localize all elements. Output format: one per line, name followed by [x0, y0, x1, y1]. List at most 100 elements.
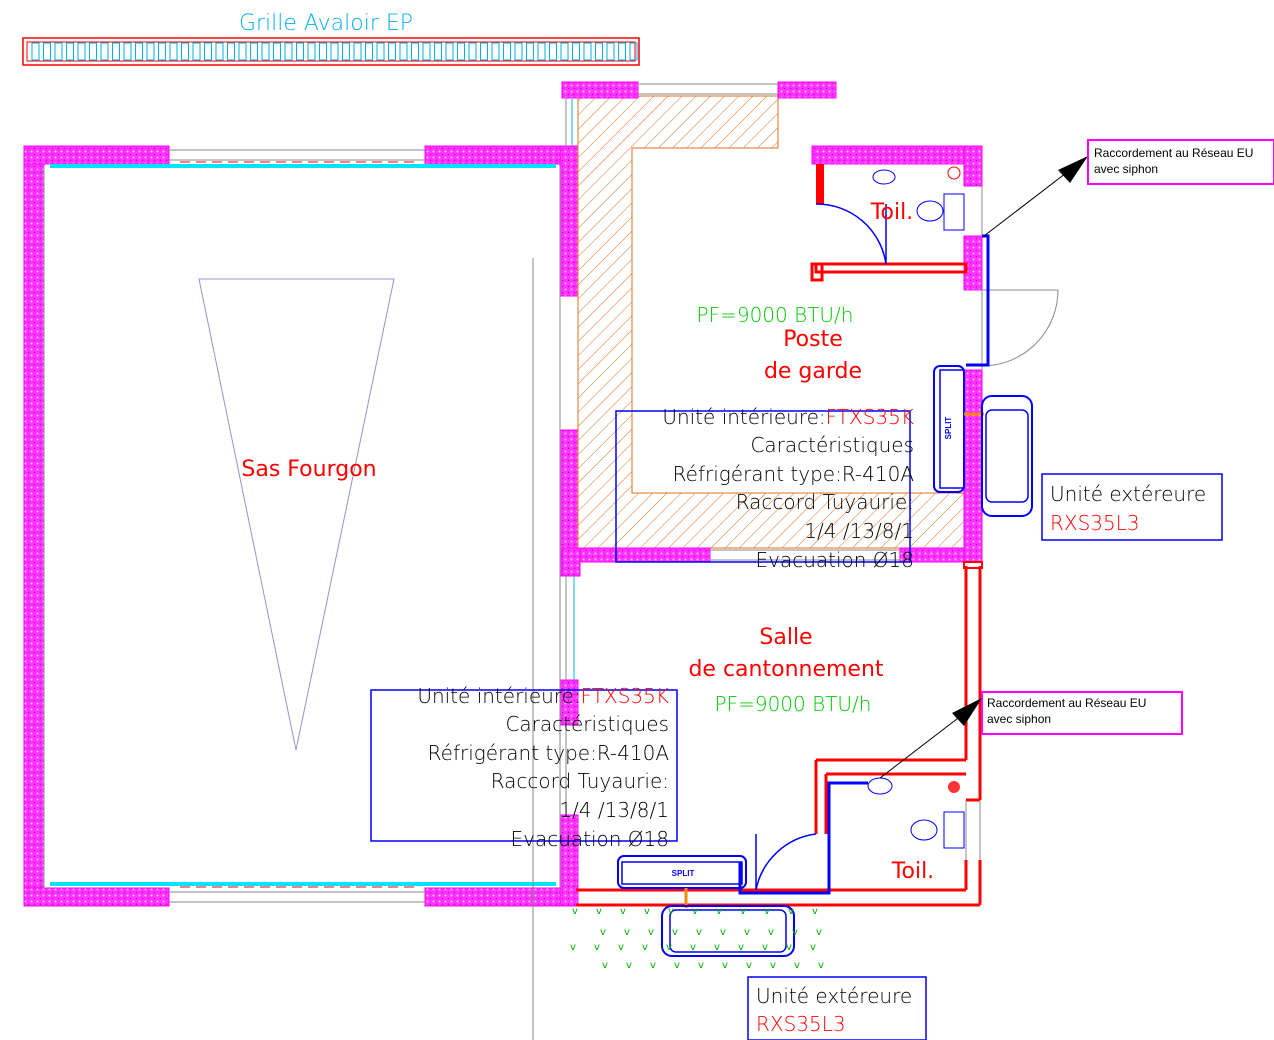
- grass-mark: v: [738, 942, 744, 953]
- grille-bar: [514, 42, 523, 61]
- grass-mark: v: [692, 906, 698, 917]
- grille-bar: [595, 42, 603, 61]
- grass-mark: v: [644, 906, 650, 917]
- grille-bar: [434, 42, 442, 61]
- grass-mark: v: [642, 942, 648, 953]
- sas-fourgon-room: Sas Fourgon: [23, 145, 579, 1040]
- grass-mark: v: [720, 927, 726, 938]
- grass-mark: v: [624, 927, 630, 938]
- note-top-line2: avec siphon: [1094, 162, 1158, 176]
- grass-mark: v: [816, 927, 822, 938]
- grass-mark: v: [744, 927, 750, 938]
- grass-mark: v: [626, 960, 632, 971]
- toilet-top-label: Toil.: [870, 200, 913, 225]
- indoor-top-model: FTXS35K: [826, 405, 914, 429]
- indoor-top-raccord-values: 1/4 /13/8/1: [804, 519, 914, 543]
- grass-mark: v: [668, 906, 674, 917]
- indoor-top-caracteristiques: Caractéristiques: [750, 433, 914, 457]
- poste-de-garde-room: PF=9000 BTU/h Poste de garde: [561, 81, 1059, 815]
- indoor-bottom-model: FTXS35K: [581, 684, 669, 708]
- grille-label: Grille Avaloir EP: [239, 11, 413, 36]
- grille-bar: [537, 42, 546, 61]
- svg-text:Unité intérieure:FTXS35K: Unité intérieure:FTXS35K: [662, 405, 914, 429]
- grille-bar: [583, 42, 592, 61]
- outdoor-top-model: RXS35L3: [1050, 511, 1140, 535]
- grass-mark: v: [788, 906, 794, 917]
- indoor-unit-top: SPLIT: [933, 365, 984, 493]
- grille-bar: [411, 42, 419, 61]
- grass-mark: v: [810, 942, 816, 953]
- outdoor-unit-bottom: [661, 905, 795, 957]
- grille-bar: [66, 42, 74, 61]
- indoor-unit-top-spec-box: Unité intérieure:FTXS35K Caractéristique…: [615, 405, 915, 572]
- grille-bar: [100, 42, 109, 61]
- indoor-unit-bottom-spec-box: Unité intérieure:FTXS35K Caractéristique…: [370, 684, 678, 851]
- grille-bar: [43, 42, 51, 61]
- grille-avaloir: Grille Avaloir EP: [22, 11, 640, 66]
- indoor-top-label: Unité intérieure:: [662, 405, 825, 429]
- grille-bar: [238, 42, 247, 61]
- grille-bar: [181, 42, 189, 61]
- grille-bar: [457, 42, 465, 61]
- grille-bar: [296, 42, 304, 61]
- grass-mark: v: [674, 960, 680, 971]
- grille-bar: [158, 42, 166, 61]
- grass-mark: v: [666, 942, 672, 953]
- grille-bar: [422, 42, 431, 61]
- split-label-bottom: SPLIT: [672, 869, 695, 878]
- svg-text:Unité intérieure:FTXS35K: Unité intérieure:FTXS35K: [417, 684, 669, 708]
- grass-mark: v: [696, 927, 702, 938]
- room-label-poste-line1: Poste: [783, 327, 843, 352]
- outdoor-bottom-model: RXS35L3: [756, 1012, 846, 1036]
- toilet-bottom-label: Toil.: [891, 859, 934, 884]
- split-label-top: SPLIT: [944, 417, 953, 440]
- grass-mark: v: [714, 942, 720, 953]
- room-label-salle-line1: Salle: [759, 625, 812, 650]
- outdoor-unit-top-spec-box: Unité extéreure RXS35L3: [1041, 473, 1223, 541]
- grille-bar: [330, 42, 339, 61]
- outdoor-bottom-label: Unité extéreure: [756, 984, 912, 1008]
- grille-bar: [227, 42, 235, 61]
- grille-bar: [123, 42, 132, 61]
- salle-cantonnement-room: Salle de cantonnement PF=9000 BTU/h Toil…: [576, 561, 983, 907]
- grass-mark: v: [740, 906, 746, 917]
- vehicle-cone-symbol: [198, 278, 395, 751]
- grass-mark: v: [764, 906, 770, 917]
- grille-bar: [77, 42, 86, 61]
- grass-mark: v: [770, 960, 776, 971]
- grille-bar: [250, 42, 258, 61]
- grass-mark: v: [768, 927, 774, 938]
- grille-bar: [503, 42, 511, 61]
- indoor-bottom-refrigerant: Réfrigérant type:R-410A: [428, 741, 670, 765]
- grille-bar: [388, 42, 396, 61]
- grass-mark: v: [746, 960, 752, 971]
- grass-mark: v: [672, 927, 678, 938]
- note-bottom-line1: Raccordement au Réseau EU: [987, 696, 1146, 710]
- grille-bar: [399, 42, 408, 61]
- outdoor-top-label: Unité extéreure: [1050, 482, 1206, 506]
- grass-mark: v: [786, 942, 792, 953]
- room-label-poste-line2: de garde: [764, 359, 862, 384]
- grille-bar: [445, 42, 454, 61]
- indoor-bottom-caracteristiques: Caractéristiques: [505, 712, 669, 736]
- grass-mark: v: [648, 927, 654, 938]
- note-top: Raccordement au Réseau EU avec siphon: [983, 139, 1274, 237]
- indoor-top-refrigerant: Réfrigérant type:R-410A: [673, 462, 915, 486]
- grille-bar: [273, 42, 281, 61]
- grille-bar: [135, 42, 143, 61]
- grass-mark: v: [572, 906, 578, 917]
- grass-mark: v: [818, 960, 824, 971]
- grille-bar: [204, 42, 212, 61]
- indoor-bottom-evacuation: Evacuation Ø18: [510, 827, 669, 851]
- outdoor-unit-bottom-spec-box: Unité extéreure RXS35L3: [747, 976, 927, 1040]
- grille-bar: [342, 42, 350, 61]
- grille-bar: [284, 42, 293, 61]
- note-bottom-line2: avec siphon: [987, 712, 1051, 726]
- grille-bar: [468, 42, 477, 61]
- pf-label-bottom: PF=9000 BTU/h: [715, 692, 872, 716]
- grille-bar: [169, 42, 178, 61]
- grille-bar: [526, 42, 534, 61]
- grille-bar: [192, 42, 201, 61]
- grille-bar: [54, 42, 63, 61]
